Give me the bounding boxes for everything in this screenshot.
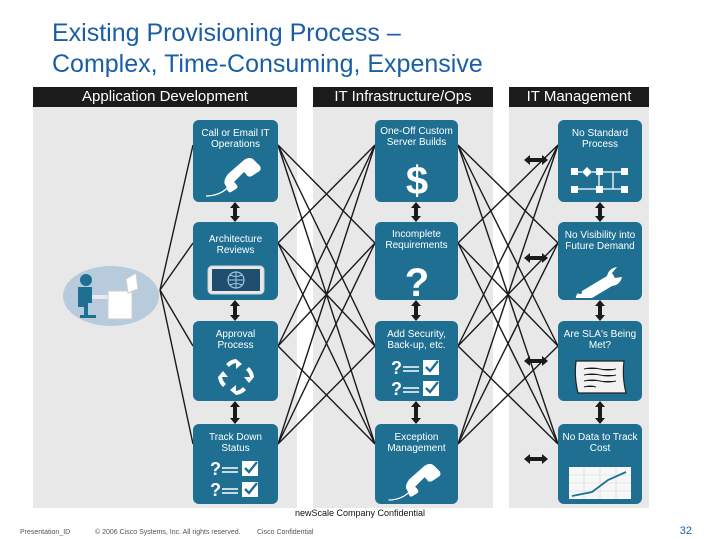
slide-title: Existing Provisioning Process – Complex,… (52, 18, 483, 80)
box-label: Are SLA's Being Met? (563, 329, 637, 351)
box-are-slas-being-met: Are SLA's Being Met? (558, 321, 642, 401)
title-line-2: Complex, Time-Consuming, Expensive (52, 50, 483, 78)
person-at-desk-icon (63, 266, 159, 326)
box-no-data-to-track-cost: No Data to Track Cost (558, 424, 642, 504)
wrench-icon (575, 267, 622, 298)
monitor-globe-icon (207, 265, 264, 295)
double-arrow (524, 253, 548, 263)
cisco-confidential: Cisco Confidential (257, 529, 314, 536)
double-arrow (524, 356, 548, 366)
box-no-standard-process: No Standard Process (558, 120, 642, 202)
box-label: One-Off Custom Server Builds (380, 126, 453, 148)
double-arrow (411, 300, 421, 321)
header-it-management: IT Management (509, 87, 649, 107)
svg-text:$: $ (405, 160, 427, 200)
double-arrow (524, 454, 548, 464)
box-label: No Standard Process (571, 128, 629, 150)
double-arrow (411, 401, 421, 424)
page-number: 32 (679, 525, 692, 537)
double-arrow (230, 202, 240, 222)
svg-text:?: ? (210, 459, 221, 479)
box-incomplete-requirements: Incomplete Requirements ? (375, 222, 458, 300)
header-application-development: Application Development (33, 87, 297, 107)
double-arrow (595, 401, 605, 424)
header-it-infrastructure: IT Infrastructure/Ops (313, 87, 493, 107)
double-arrow (595, 202, 605, 222)
question-mark-icon: ? (404, 262, 428, 300)
double-arrow (595, 300, 605, 321)
box-track-down-status: Track Down Status ?? (193, 424, 278, 504)
presentation-id: Presentation_ID (20, 529, 71, 536)
double-arrow (230, 300, 240, 321)
box-label: Approval Process (215, 329, 256, 351)
double-arrow (524, 155, 548, 165)
document-icon (574, 360, 627, 394)
box-exception-management: Exception Management (375, 424, 458, 504)
box-add-security-backup: Add Security, Back-up, etc. ?? (375, 321, 458, 401)
double-arrow (411, 202, 421, 222)
box-label: Track Down Status (209, 432, 262, 454)
title-line-1: Existing Provisioning Process – (52, 19, 401, 47)
svg-text:?: ? (404, 262, 428, 300)
company-confidential: newScale Company Confidential (294, 508, 426, 518)
double-arrow (230, 401, 240, 424)
phone-icon (205, 158, 261, 197)
box-label: Call or Email IT Operations (201, 128, 270, 150)
box-approval-process: Approval Process (193, 321, 278, 401)
phone-icon (387, 463, 440, 501)
box-label: Exception Management (387, 432, 446, 454)
box-no-visibility-into-future-demand: No Visibility into Future Demand (558, 222, 642, 300)
svg-text:?: ? (210, 480, 221, 500)
box-label: Architecture Reviews (208, 234, 263, 256)
cycle-arrows-icon (217, 359, 254, 395)
box-label: No Data to Track Cost (562, 432, 638, 454)
box-label: Add Security, Back-up, etc. (387, 329, 446, 351)
flowchart-icon (571, 167, 628, 193)
svg-text:?: ? (391, 379, 402, 399)
line-chart-icon (569, 467, 631, 499)
dollar-icon: $ (405, 160, 427, 200)
svg-text:?: ? (391, 358, 402, 378)
box-architecture-reviews: Architecture Reviews (193, 222, 278, 300)
copyright: © 2006 Cisco Systems, Inc. All rights re… (95, 529, 241, 536)
question-checklist-icon: ?? (391, 358, 439, 399)
box-label: No Visibility into Future Demand (564, 230, 636, 252)
box-one-off-custom-server-builds: One-Off Custom Server Builds $ (375, 120, 458, 202)
question-checklist-icon: ?? (210, 459, 258, 500)
box-call-or-email-it-operations: Call or Email IT Operations (193, 120, 278, 202)
box-label: Incomplete Requirements (385, 229, 448, 251)
